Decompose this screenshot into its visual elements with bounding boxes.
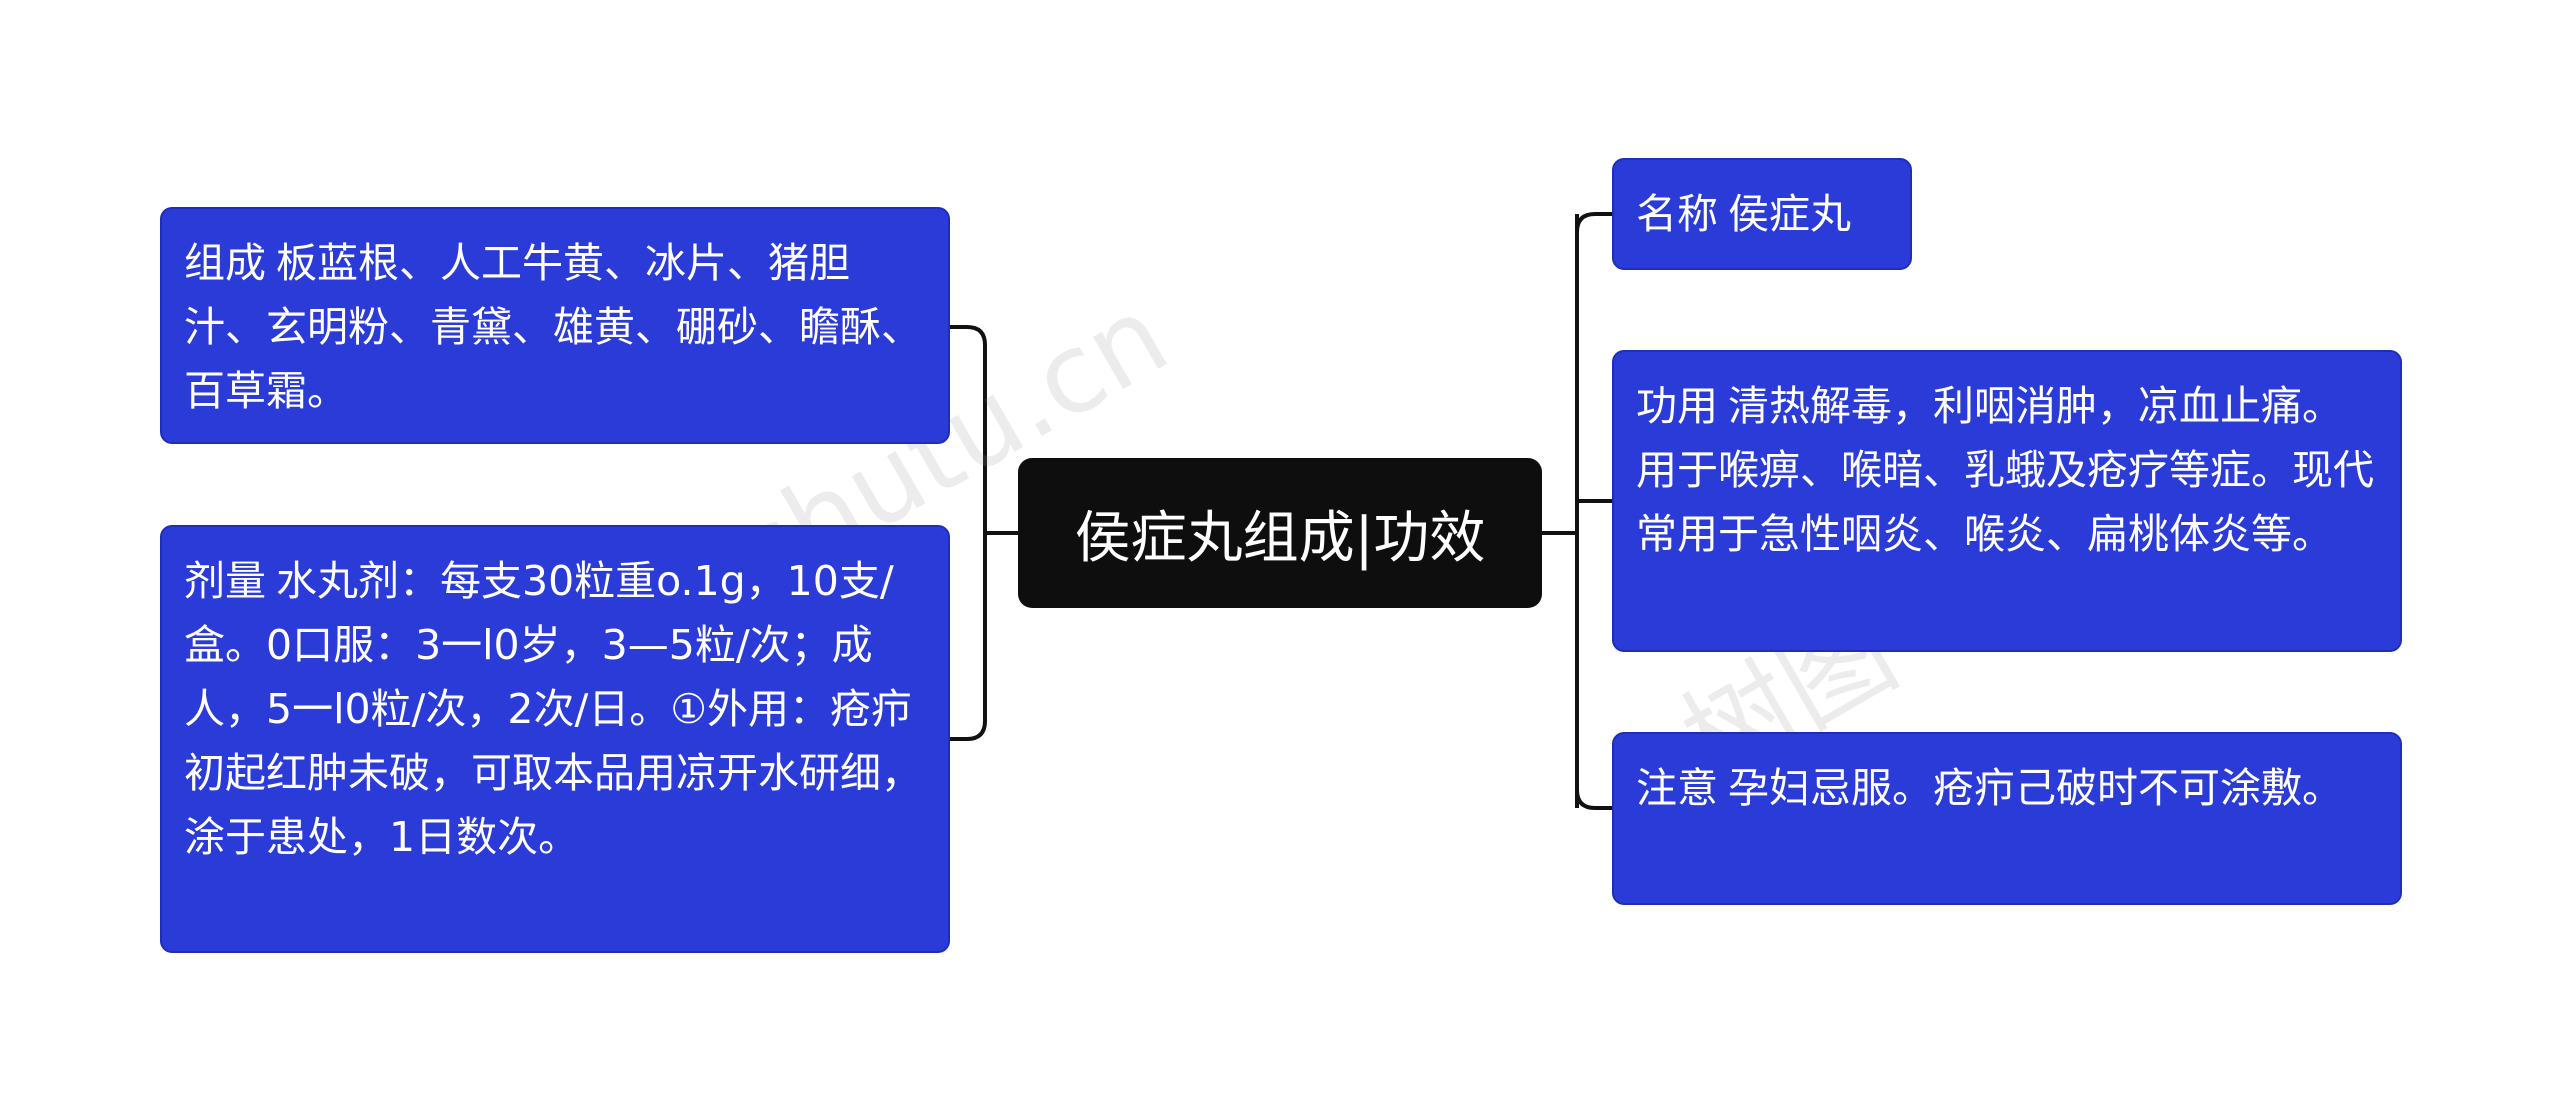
node-label: 注意 — [1636, 764, 1718, 812]
node-label: 功用 — [1636, 382, 1718, 430]
node-label: 名称 — [1636, 190, 1718, 238]
node-text: 板蓝根、人工牛黄、冰片、猪胆汁、玄明粉、青黛、雄黄、硼砂、瞻酥、百草霜。 — [184, 239, 922, 415]
node-text: 侯症丸 — [1728, 190, 1851, 238]
root-title: 侯症丸组成|功效 — [1074, 505, 1486, 571]
node-function[interactable]: 功用清热解毒，利咽消肿，凉血止痛。用于喉痹、喉暗、乳蛾及疮疗等症。现代常用于急性… — [1612, 350, 2402, 652]
node-label: 组成 — [184, 239, 266, 287]
root-node[interactable]: 侯症丸组成|功效 — [1018, 458, 1542, 608]
node-label: 剂量 — [184, 557, 266, 605]
connector-right — [1542, 212, 1612, 810]
node-dosage[interactable]: 剂量水丸剂：每支30粒重o.1g，10支/盒。0口服：3一l0岁，3—5粒/次；… — [160, 525, 950, 953]
connector-left — [950, 325, 1018, 741]
node-text: 水丸剂：每支30粒重o.1g，10支/盒。0口服：3一l0岁，3—5粒/次；成人… — [184, 557, 922, 861]
node-composition[interactable]: 组成板蓝根、人工牛黄、冰片、猪胆汁、玄明粉、青黛、雄黄、硼砂、瞻酥、百草霜。 — [160, 207, 950, 444]
node-text: 孕妇忌服。疮疖己破时不可涂敷。 — [1728, 764, 2343, 812]
node-caution[interactable]: 注意孕妇忌服。疮疖己破时不可涂敷。 — [1612, 732, 2402, 905]
node-name[interactable]: 名称侯症丸 — [1612, 158, 1912, 270]
node-text: 清热解毒，利咽消肿，凉血止痛。用于喉痹、喉暗、乳蛾及疮疗等症。现代常用于急性咽炎… — [1636, 382, 2374, 558]
